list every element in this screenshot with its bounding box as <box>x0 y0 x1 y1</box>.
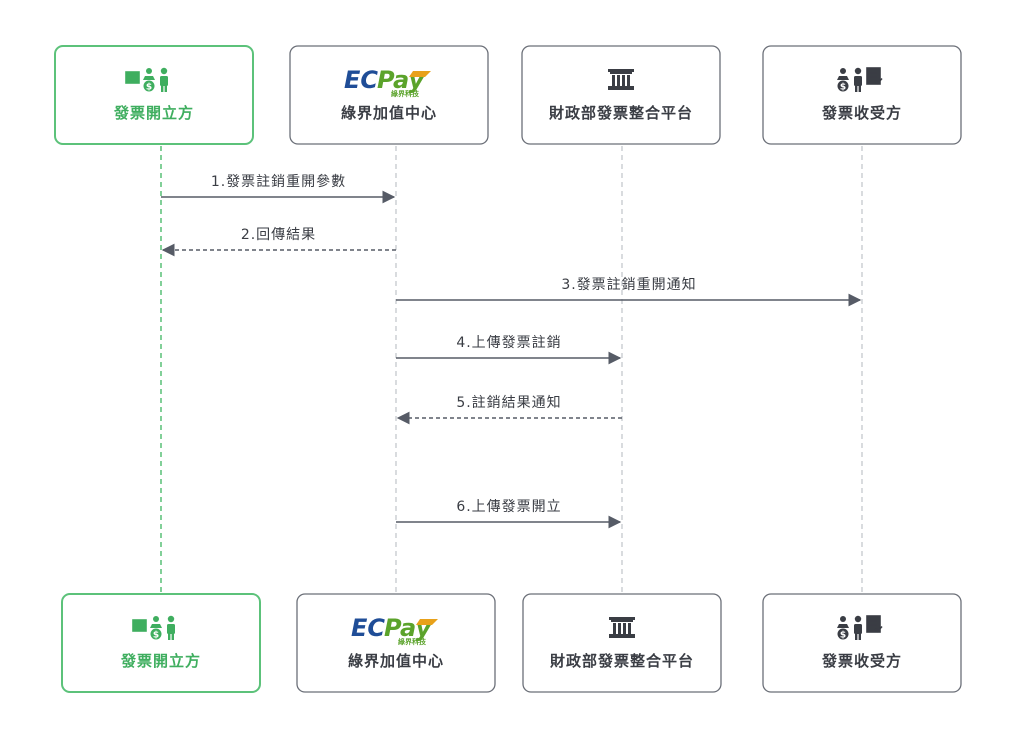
actor-label: 發票開立方 <box>120 652 201 670</box>
actor-label: 綠界加值中心 <box>341 104 437 122</box>
actor-box <box>762 45 962 145</box>
message-label-6: 6.上傳發票開立 <box>456 499 561 515</box>
actor-label: 發票收受方 <box>821 652 902 670</box>
actor-box <box>762 593 962 693</box>
actor-receiver-top: $ 發票收受方 <box>762 45 962 145</box>
actor-label: 財政部發票整合平台 <box>548 104 693 122</box>
actor-label: 發票收受方 <box>821 104 902 122</box>
svg-text:EC: EC <box>351 614 385 642</box>
message-4: 4.上傳發票註銷 <box>396 335 622 365</box>
svg-text:EC: EC <box>344 66 378 94</box>
svg-text:綠界科技: 綠界科技 <box>391 89 420 98</box>
issuer-icon: $ <box>132 615 175 641</box>
bank-icon <box>609 617 635 638</box>
actor-receiver-bottom: $ 發票收受方 <box>762 593 962 693</box>
message-label-4: 4.上傳發票註銷 <box>456 335 561 351</box>
message-label-3: 3.發票註銷重開通知 <box>561 276 696 293</box>
actor-box <box>289 45 489 145</box>
issuer-icon: $ <box>125 67 168 93</box>
svg-text:$: $ <box>146 83 152 93</box>
svg-text:綠界科技: 綠界科技 <box>398 637 427 646</box>
actor-issuer-bottom: $ 發票開立方 <box>61 593 261 693</box>
actor-issuer-top: $ 發票開立方 <box>54 45 254 145</box>
receiver-icon: $ <box>837 67 883 93</box>
svg-text:Pay: Pay <box>377 66 426 94</box>
actor-label: 財政部發票整合平台 <box>549 652 694 670</box>
bank-icon <box>608 69 634 90</box>
actor-label: 發票開立方 <box>113 104 194 122</box>
svg-text:$: $ <box>840 631 846 641</box>
message-1: 1.發票註銷重開參數 <box>161 174 396 204</box>
actor-box <box>61 593 261 693</box>
actor-box <box>296 593 496 693</box>
message-3: 3.發票註銷重開通知 <box>396 276 862 307</box>
actor-box <box>521 45 721 145</box>
message-6: 6.上傳發票開立 <box>396 499 622 529</box>
actor-mof-bottom: 財政部發票整合平台 <box>522 593 722 693</box>
svg-text:$: $ <box>153 631 159 641</box>
actor-box <box>54 45 254 145</box>
actor-mof-top: 財政部發票整合平台 <box>521 45 721 145</box>
receiver-icon: $ <box>837 615 883 641</box>
svg-text:Pay: Pay <box>384 614 433 642</box>
actor-box <box>522 593 722 693</box>
message-label-1: 1.發票註銷重開參數 <box>211 174 346 190</box>
message-label-2: 2.回傳結果 <box>241 227 316 243</box>
actor-label: 綠界加值中心 <box>348 652 444 670</box>
message-5: 5.註銷結果通知 <box>396 394 622 425</box>
svg-text:$: $ <box>840 83 846 93</box>
message-label-5: 5.註銷結果通知 <box>456 394 561 411</box>
message-2: 2.回傳結果 <box>161 227 396 257</box>
